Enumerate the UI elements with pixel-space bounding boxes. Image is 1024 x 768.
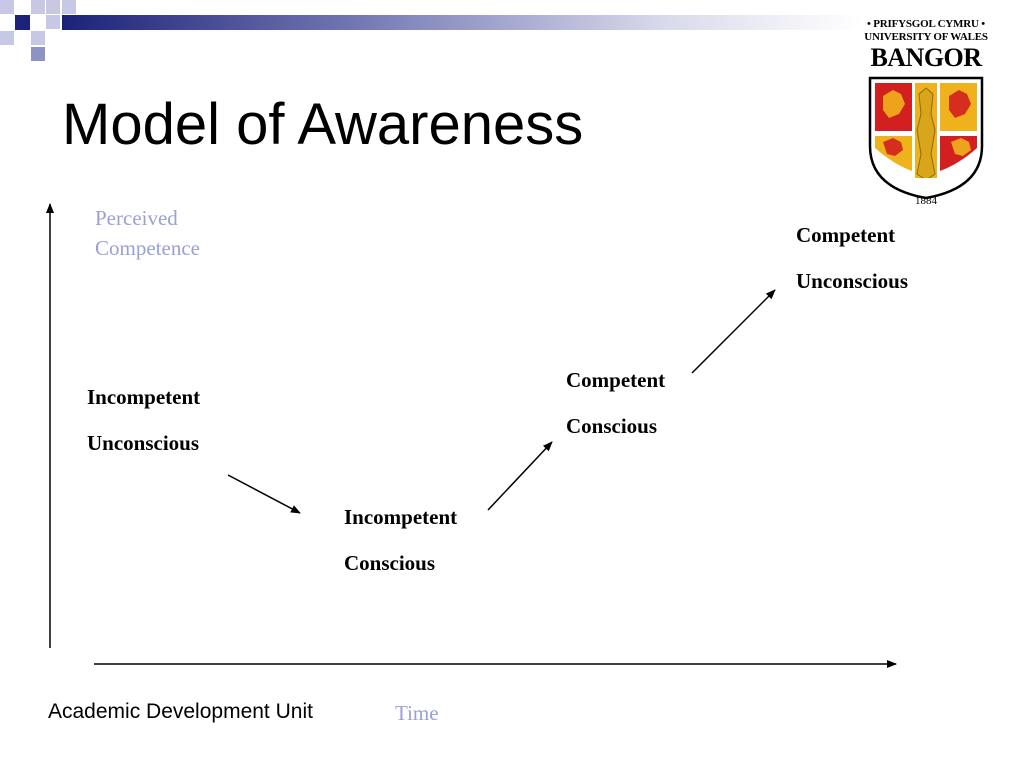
decor-square <box>15 15 30 30</box>
page-title: Model of Awareness <box>62 92 584 157</box>
stage-line2: Unconscious <box>796 269 909 293</box>
y-axis-label: Perceived Competence <box>95 203 200 263</box>
decor-square <box>31 31 45 45</box>
stage-line2: Conscious <box>566 414 658 438</box>
stage-arrow-3 <box>691 289 776 374</box>
decor-square <box>0 0 14 14</box>
stage-incompetent-conscious: Incompetent Conscious <box>344 494 457 586</box>
stage-line1: Competent <box>796 223 896 247</box>
stage-arrow-1 <box>227 474 301 514</box>
stage-competent-conscious: Competent Conscious <box>566 357 665 449</box>
header-decoration <box>0 0 862 61</box>
y-axis-label-line1: Perceived <box>95 206 178 230</box>
decor-square <box>31 47 45 61</box>
decor-square <box>31 0 45 14</box>
stage-line1: Incompetent <box>344 505 458 529</box>
stage-arrow-2 <box>487 441 553 511</box>
stage-line2: Unconscious <box>87 431 200 455</box>
logo-line-3: BANGOR <box>870 43 982 72</box>
shield-crest-icon <box>868 76 984 200</box>
logo-line-2: UNIVERSITY OF WALES <box>864 31 988 43</box>
logo-line-1: • PRIFYSGOL CYMRU • <box>867 18 985 30</box>
decor-square <box>0 31 14 45</box>
stage-incompetent-unconscious: Incompetent Unconscious <box>87 374 200 466</box>
stage-competent-unconscious: Competent Unconscious <box>796 212 908 304</box>
decor-square <box>62 0 76 14</box>
stage-line1: Competent <box>566 368 666 392</box>
stage-line2: Conscious <box>344 551 436 575</box>
x-axis-label: Time <box>395 701 439 725</box>
y-axis-label-line2: Competence <box>95 236 200 260</box>
stage-line1: Incompetent <box>87 385 201 409</box>
header-gradient-bar <box>62 15 862 30</box>
decor-square <box>46 0 60 14</box>
university-logo: • PRIFYSGOL CYMRU • UNIVERSITY OF WALES … <box>863 18 989 207</box>
decor-square <box>46 15 60 29</box>
logo-year: 1884 <box>915 195 937 207</box>
footer-text: Academic Development Unit <box>48 700 313 723</box>
